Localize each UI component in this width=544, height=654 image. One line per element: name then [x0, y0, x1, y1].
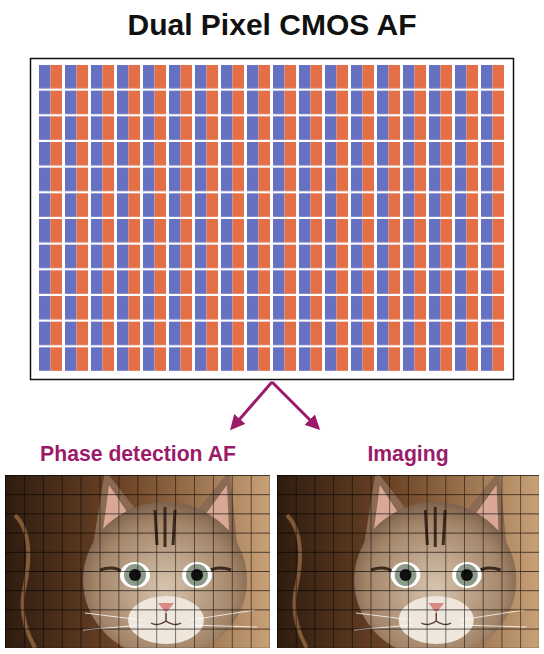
- diagram-title: Dual Pixel CMOS AF: [0, 8, 544, 42]
- panel-heading: Phase detection AF: [4, 442, 272, 466]
- dual-pixel-array: [38, 64, 506, 372]
- photo-panel: Phase detection AF: [4, 442, 272, 466]
- split-arrow: [272, 382, 318, 428]
- panel-heading: Imaging: [276, 442, 540, 466]
- sensor-frame: [31, 59, 514, 380]
- photo-panel: Imaging: [276, 442, 540, 466]
- cat-photo: [277, 475, 539, 648]
- split-arrow: [232, 382, 272, 428]
- cat-photo: [5, 475, 270, 648]
